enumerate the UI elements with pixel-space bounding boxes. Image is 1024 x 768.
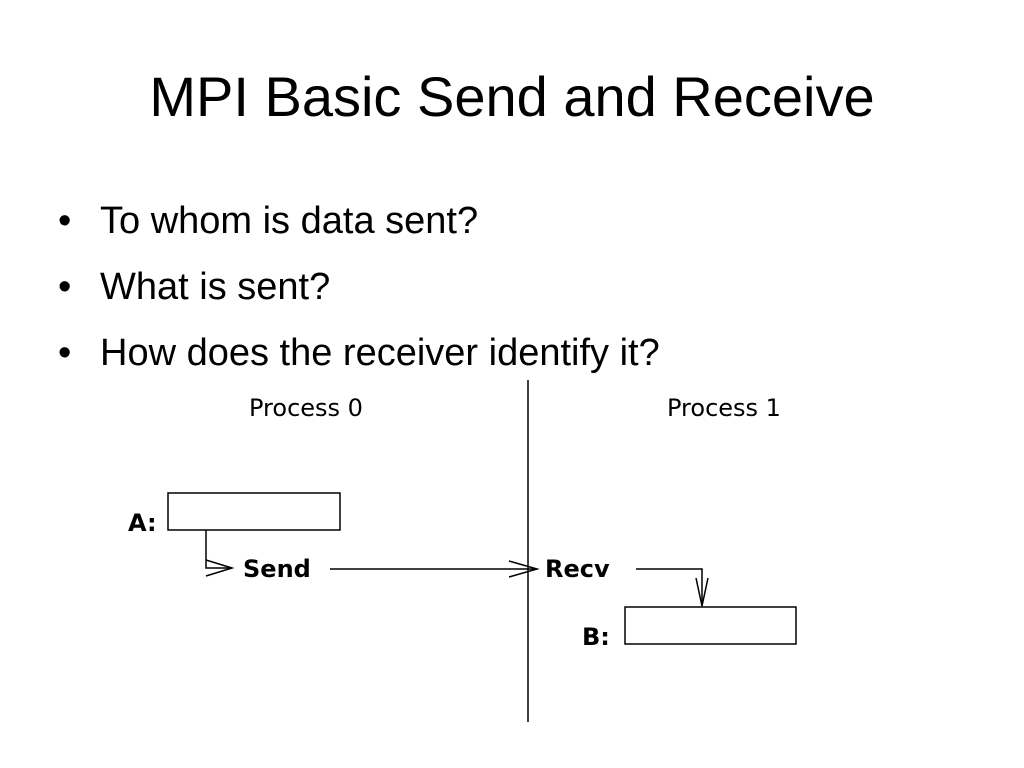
bullet-text: To whom is data sent? [100,200,479,242]
send-label: Send [243,555,311,583]
bullet-item: • What is sent? [58,254,660,320]
process0-label: Process 0 [249,394,363,422]
bullet-item: • How does the receiver identify it? [58,320,660,386]
recv-label: Recv [545,555,610,583]
slide-title: MPI Basic Send and Receive [149,65,875,128]
recv-arrowhead-icon [508,560,540,578]
bullet-dot-icon: • [58,266,72,308]
bullet-text: How does the receiver identify it? [100,332,660,374]
buffer-a-label: A: [128,509,157,537]
bullet-dot-icon: • [58,332,72,374]
buffer-b-connector [636,568,703,606]
bullet-dot-icon: • [58,200,72,242]
bullet-list: • To whom is data sent? • What is sent? … [58,188,660,386]
bullet-item: • To whom is data sent? [58,188,660,254]
buffer-b-arrowhead-icon [695,577,709,607]
buffer-b-label: B: [582,623,610,651]
buffer-a-box [167,492,341,531]
bullet-text: What is sent? [100,266,331,308]
send-arrowhead-icon [205,559,235,577]
buffer-a-connector [205,530,232,569]
buffer-b-box [624,606,797,645]
process1-label: Process 1 [667,394,781,422]
